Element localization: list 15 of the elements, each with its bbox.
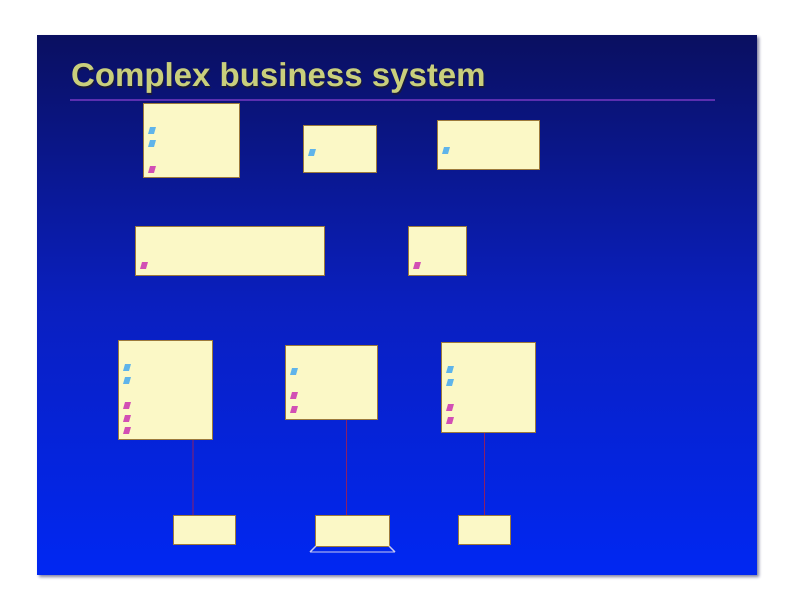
connector-line (192, 440, 194, 516)
class-box (437, 120, 540, 170)
class-box (285, 345, 378, 420)
class-box (173, 515, 236, 545)
class-box (408, 226, 467, 276)
slide-title: Complex business system (71, 56, 486, 94)
connector-line (484, 432, 485, 516)
class-box (441, 342, 536, 433)
connector-line (346, 420, 347, 516)
class-box (303, 125, 377, 173)
class-box (309, 515, 396, 553)
class-box (458, 515, 511, 545)
class-box (118, 340, 213, 440)
class-box (143, 103, 240, 178)
class-box (135, 226, 325, 276)
